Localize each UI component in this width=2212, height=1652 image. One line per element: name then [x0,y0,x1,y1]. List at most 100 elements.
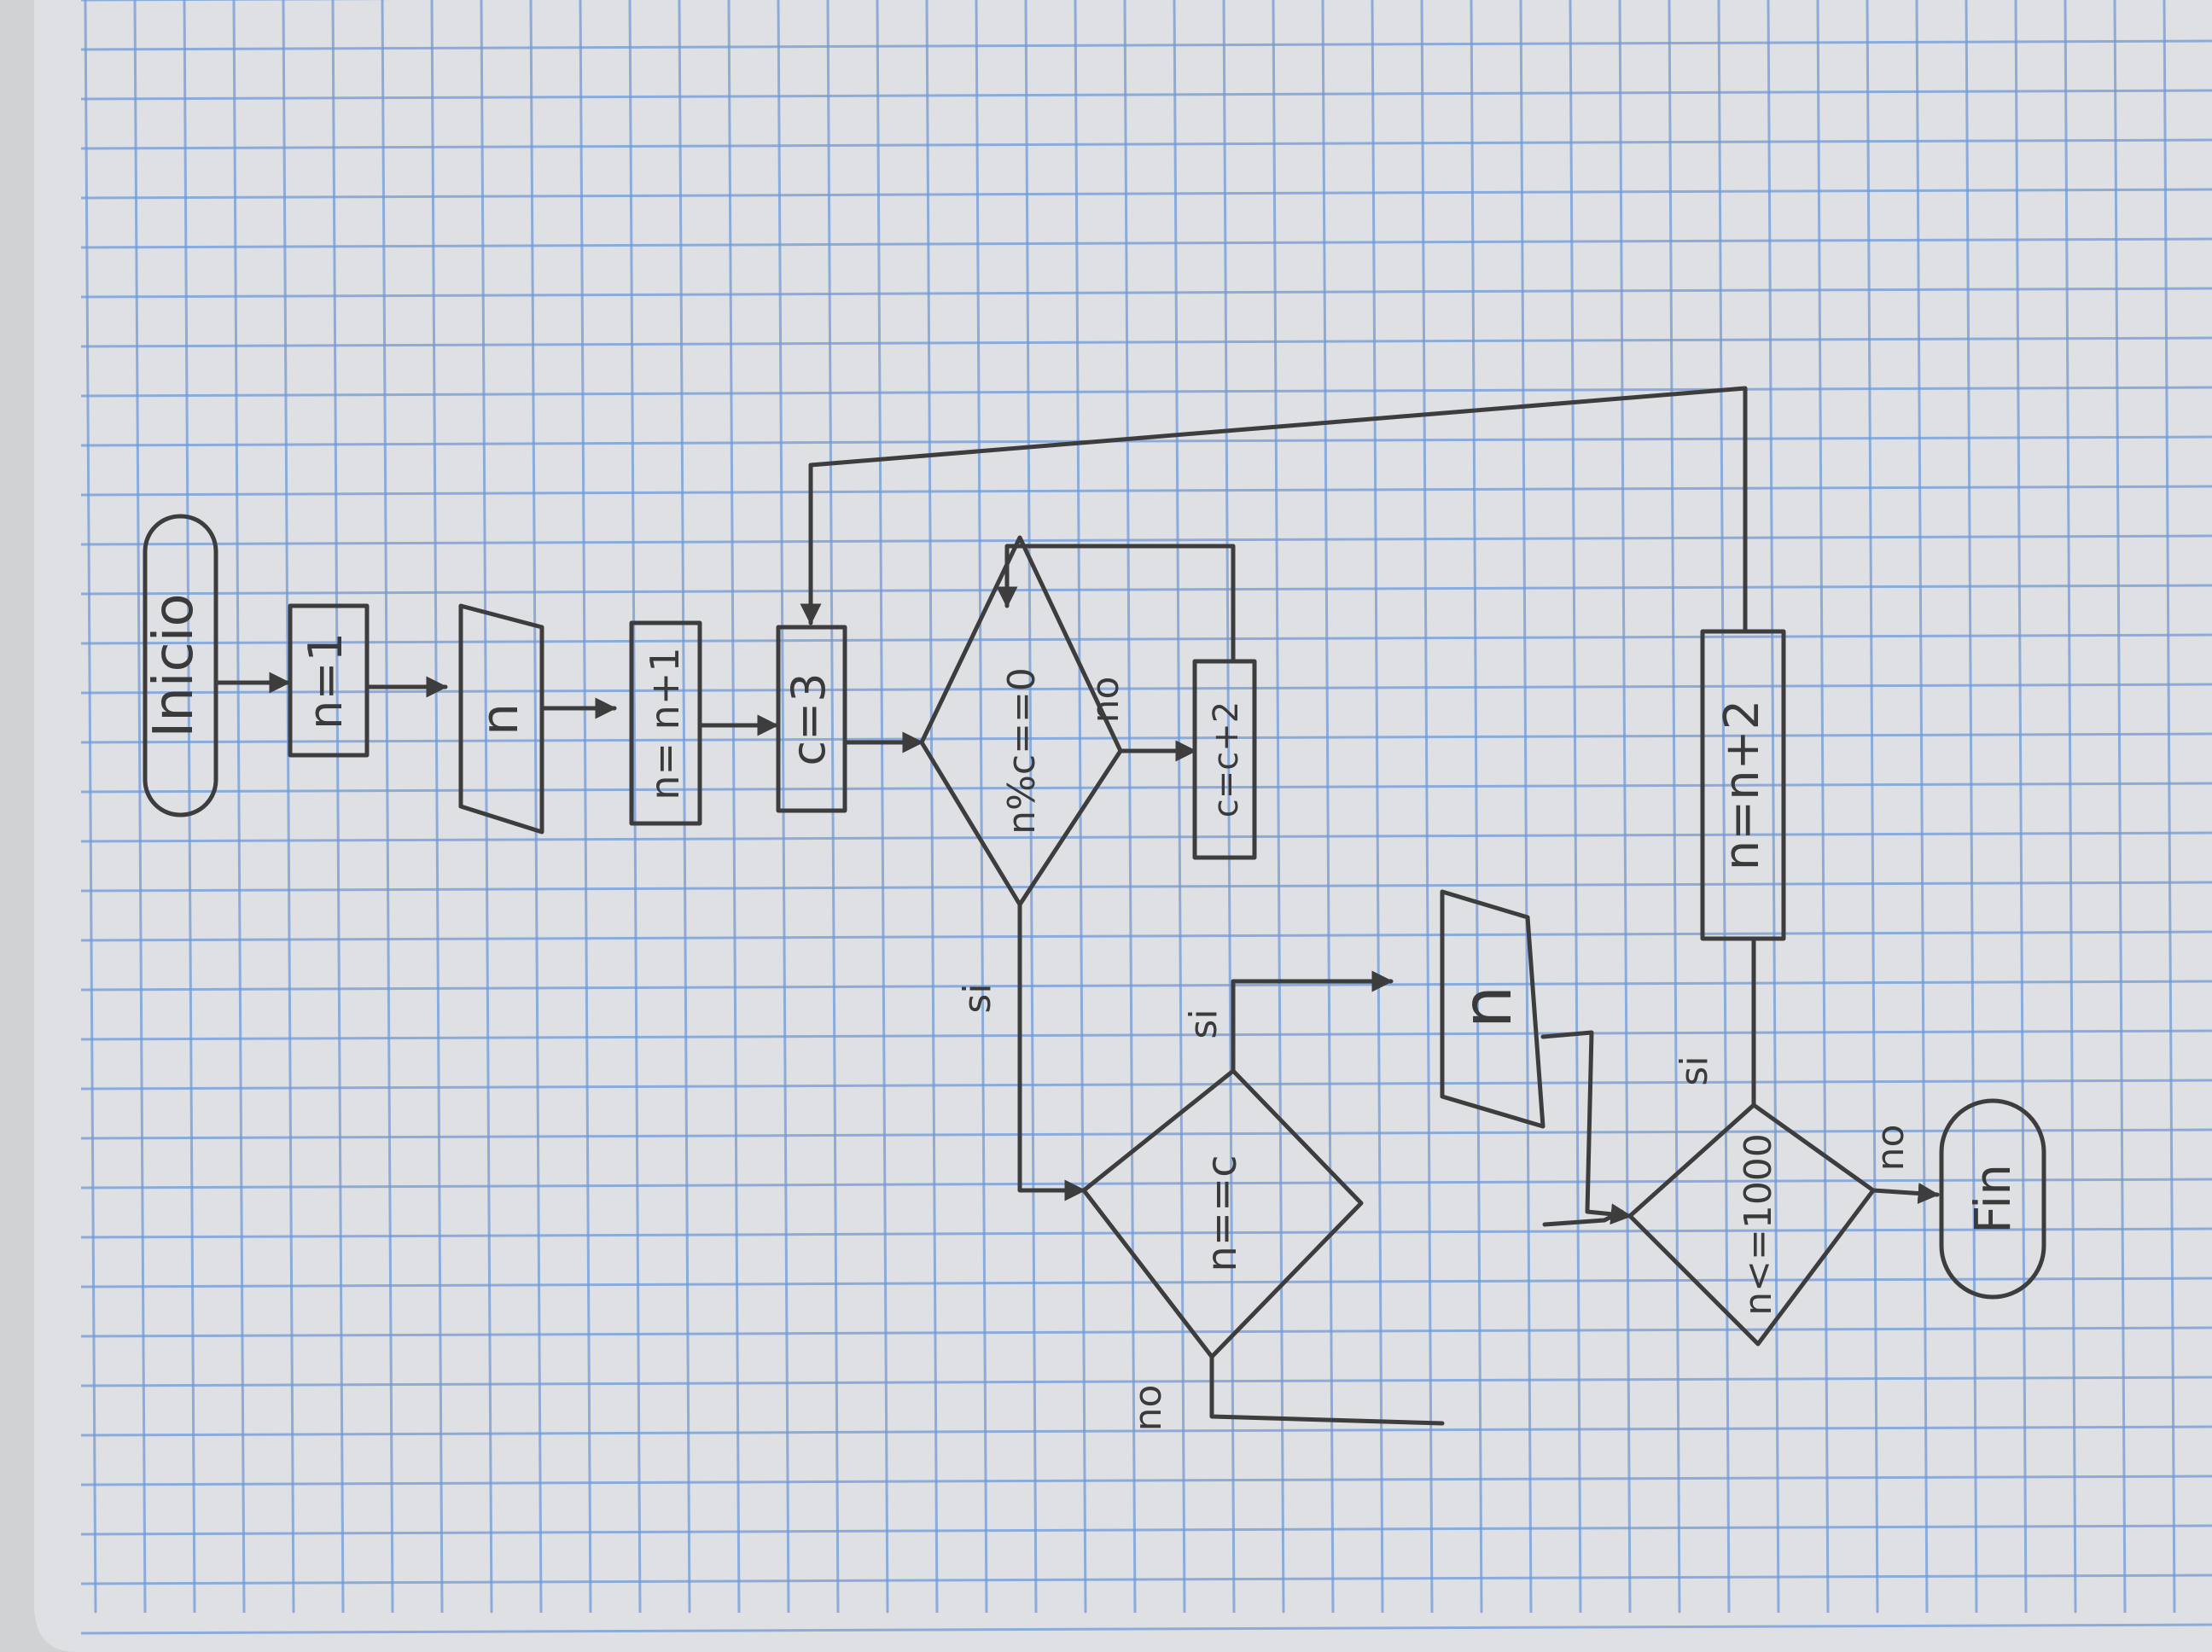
shape-labels: Inicio n=1 n n= n+1 c=3 n%c==0 c=c+2 n==… [143,593,2022,1315]
grid-line-vertical [183,0,196,1614]
grid-line-vertical [1816,0,1830,1614]
step-n-label: n=n+2 [1714,700,1770,870]
grid-line-horizontal [80,782,2212,794]
grid-line-horizontal [80,1475,2212,1486]
grid-line-horizontal [80,89,2212,101]
grid-line-vertical [1470,0,1483,1614]
grid-line-vertical [826,0,840,1614]
grid-line-vertical [84,0,97,1614]
grid-line-vertical [1915,0,1929,1614]
grid-line-vertical [1173,0,1186,1614]
grid-line-vertical [1569,0,1582,1614]
grid-line-vertical [1074,0,1087,1614]
grid-line-vertical [282,0,295,1614]
grid-line-vertical [1321,0,1335,1614]
limit-decision-label: n<=1000 [1737,1133,1780,1316]
grid-line-horizontal [80,1277,2212,1288]
mod-decision-label: n%c==0 [1000,667,1044,835]
grid-line-horizontal [80,1128,2212,1140]
grid-line-vertical [628,0,642,1614]
output-n-parallelogram [1440,889,1545,1129]
grid-line-vertical [925,0,939,1614]
equal-decision-diamond [1081,1068,1364,1359]
equal-no-label: no [1126,1385,1170,1432]
grid-line-vertical [1272,0,1285,1614]
mod-no-label: no [1084,677,1127,724]
grid-line-vertical [2064,0,2077,1614]
grid-line-horizontal [80,1227,2212,1239]
increment-n-label: n= n+1 [642,647,688,800]
grid-line-vertical [1965,0,1978,1614]
grid-line-horizontal [80,1079,2212,1091]
end-terminal [1939,1098,2046,1300]
grid-line-horizontal [80,930,2212,942]
grid-line-horizontal [80,831,2212,843]
grid-line-horizontal [80,732,2212,744]
grid-line-vertical [133,0,147,1614]
notebook-page [34,0,2212,1652]
grid-line-vertical [331,0,345,1614]
start-label: Inicio [143,593,206,737]
grid-line-vertical [1024,0,1038,1614]
assign-c-label: c=3 [782,672,835,765]
grid-line-horizontal [80,237,2212,249]
assign-n-label: n=1 [299,632,352,730]
grid-line-horizontal [80,1029,2212,1041]
connector-lines [213,386,1940,1426]
end-label: Fin [1964,1164,2022,1234]
grid-line-horizontal [80,584,2212,596]
mod-decision-diamond [919,535,1123,907]
flowchart-shapes [143,514,2046,1359]
grid-line-vertical [678,0,691,1614]
grid-line-vertical [1222,0,1236,1614]
grid-line-vertical [975,0,988,1614]
grid-line-horizontal [80,1524,2212,1536]
grid-line-horizontal [80,1425,2212,1437]
grid-line-vertical [876,0,889,1614]
grid-line-vertical [2113,0,2127,1614]
grid-line-horizontal [80,1326,2212,1338]
grid-line-horizontal [80,980,2212,992]
grid-line-horizontal [80,287,2212,299]
grid-line-horizontal [80,39,2212,51]
grid-line-vertical [1371,0,1384,1614]
grid-line-vertical [777,0,790,1614]
grid-line-horizontal [80,386,2212,398]
grid-lines [80,0,2212,1635]
grid-line-horizontal [80,1623,2212,1635]
grid-line-vertical [2163,0,2176,1614]
start-terminal [143,514,218,817]
grid-line-vertical [1866,0,1879,1614]
grid-line-vertical [1519,0,1533,1614]
branch-labels: no si si no si no [956,677,1912,1432]
increment-n-process [629,620,702,826]
grid-line-horizontal [80,534,2212,546]
mod-yes-label: si [956,983,999,1013]
step-n-process [1700,629,1786,941]
grid-line-vertical [1717,0,1731,1614]
grid-line-horizontal [80,633,2212,645]
grid-line-vertical [1767,0,1780,1614]
grid-line-vertical [1123,0,1137,1614]
equal-yes-label: si [1182,1009,1225,1038]
grid-line-vertical [430,0,444,1614]
grid-line-vertical [232,0,246,1614]
grid-line-horizontal [80,138,2212,150]
grid-line-horizontal [80,1376,2212,1387]
input-n-label: n [470,703,530,736]
increment-c-label: c=c+2 [1207,701,1246,817]
grid-line-vertical [529,0,543,1614]
grid-line-horizontal [80,881,2212,893]
limit-decision-diamond [1627,1102,1876,1347]
limit-yes-label: si [1673,1056,1716,1085]
grid-line-vertical [381,0,394,1614]
grid-line-vertical [579,0,592,1614]
grid-line-horizontal [80,188,2212,200]
limit-no-label: no [1869,1125,1912,1172]
grid-line-vertical [727,0,741,1614]
equal-decision-label: n==c [1198,1155,1246,1271]
input-n-parallelogram [458,603,544,835]
grid-line-horizontal [80,485,2212,497]
